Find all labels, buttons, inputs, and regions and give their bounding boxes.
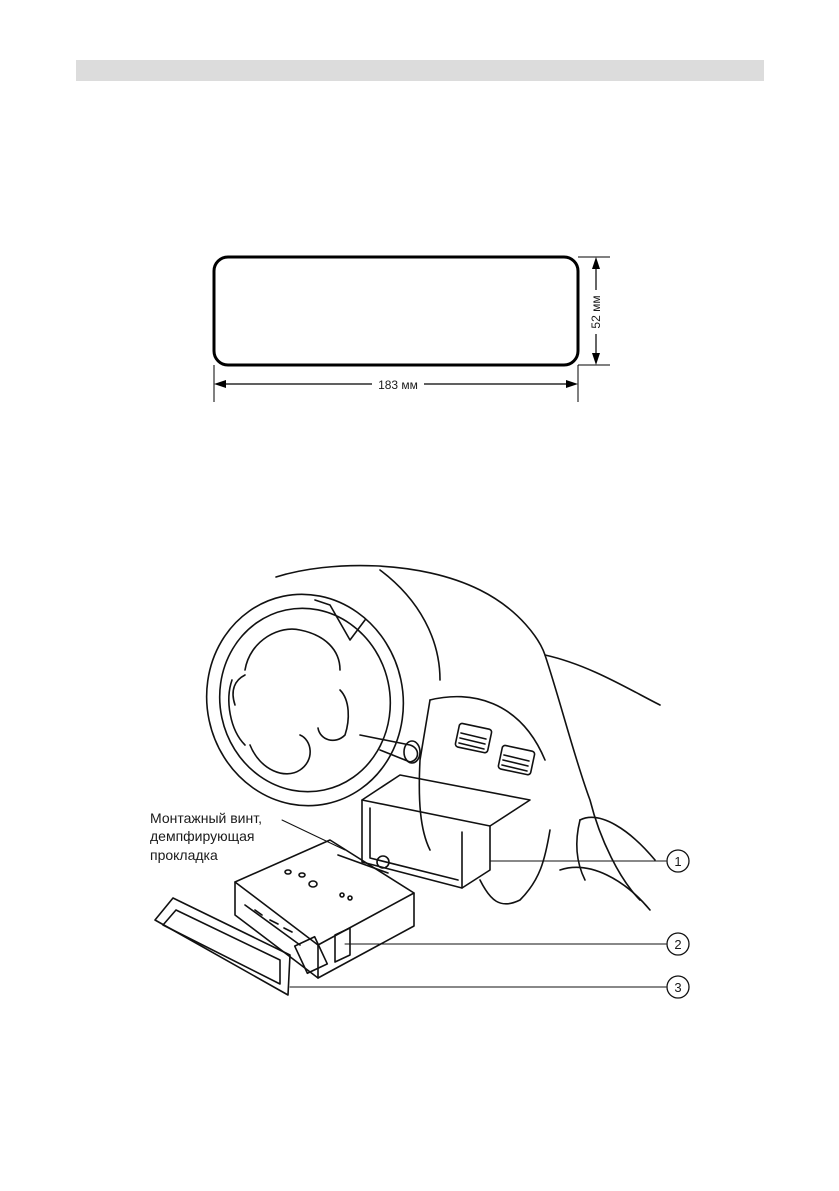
mounting-sleeve-icon bbox=[362, 775, 530, 888]
screw-label-line-3: прокладка bbox=[150, 847, 218, 863]
installation-diagram bbox=[155, 566, 689, 998]
screw-label-line-2: демпфирующая bbox=[150, 828, 255, 844]
callout-number-3: 3 bbox=[674, 980, 681, 995]
width-label: 183 мм bbox=[378, 378, 418, 392]
steering-wheel-icon bbox=[187, 576, 423, 824]
callout-number-1: 1 bbox=[674, 854, 681, 869]
head-unit-icon bbox=[235, 840, 414, 978]
cutout-rectangle bbox=[214, 257, 578, 365]
trim-frame-icon bbox=[155, 898, 290, 995]
height-label: 52 мм bbox=[589, 295, 603, 328]
callout-number-2: 2 bbox=[674, 937, 681, 952]
screw-label-line-1: Монтажный винт, bbox=[150, 810, 262, 826]
air-vent-right-icon bbox=[498, 745, 535, 775]
air-vent-left-icon bbox=[455, 723, 492, 753]
